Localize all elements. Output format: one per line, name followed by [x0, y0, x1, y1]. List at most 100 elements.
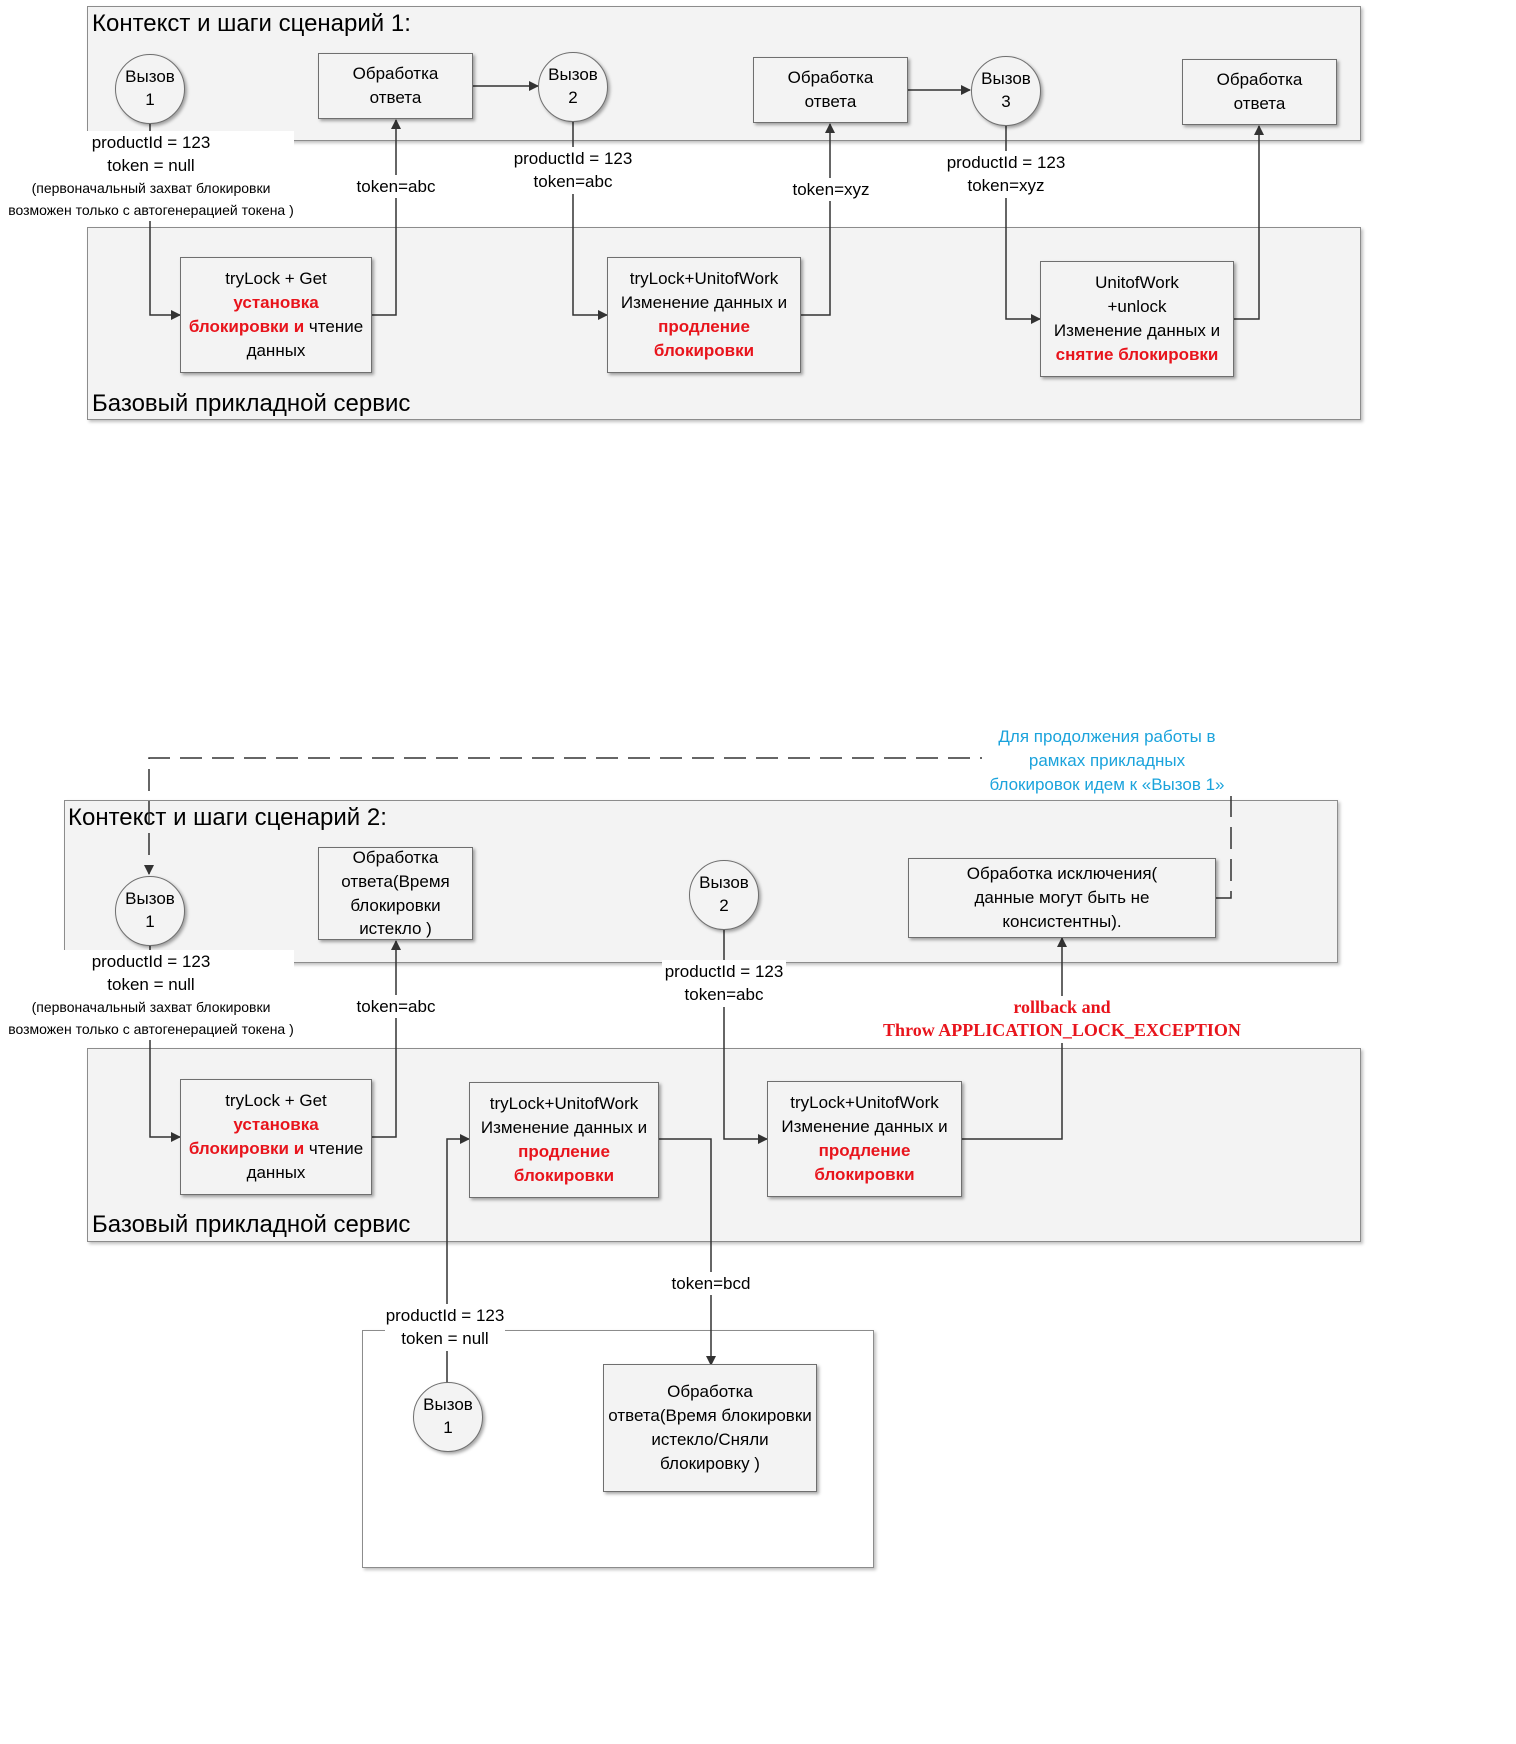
s2-service-trylock-unitofwork-b[interactable]: tryLock+UnitofWork Изменение данных и пр…: [767, 1081, 962, 1197]
s2-call2-node[interactable]: Вызов 2: [689, 860, 759, 930]
s1-response2-box[interactable]: Обработка ответа: [753, 57, 908, 123]
s1-response1-line1: Обработка: [352, 64, 439, 84]
s2-other-call1-number: 1: [443, 1418, 453, 1437]
s1-svc1-red2: блокировки и: [188, 317, 305, 336]
s1-call3-label: Вызов: [981, 69, 1031, 89]
s2-loop-note: Для продолжения работы в рамках прикладн…: [982, 725, 1232, 797]
s1-call1-number: 1: [145, 90, 155, 109]
s2-call1-token: token = null: [107, 975, 195, 995]
s2-exception-box-line1: Обработка исключения(: [966, 864, 1158, 884]
s2-call1-product: productId = 123: [91, 952, 211, 971]
s2-svc2-red1: продление: [518, 1142, 610, 1161]
s1-svc1-line1: tryLock + Get: [225, 269, 327, 289]
s1-response3-box[interactable]: Обработка ответа: [1182, 59, 1337, 125]
s2-other-call1-params: productId = 123 token = null: [385, 1304, 505, 1351]
s1-svc3-line3: Изменение данных и: [1053, 321, 1221, 340]
s2-svc2-red2: блокировки: [513, 1165, 615, 1185]
s2-call1-label: Вызов: [125, 889, 175, 909]
s1-response1-box[interactable]: Обработка ответа: [318, 53, 473, 119]
s1-response2-line2: ответа: [804, 92, 857, 111]
s1-call1-note1: (первоначальный захват блокировки: [31, 179, 271, 196]
scenario1-context-region: [87, 6, 1361, 141]
s1-svc2-red: продление блокировки: [653, 317, 755, 360]
s1-call1-node[interactable]: Вызов 1: [115, 54, 185, 124]
s2-other-call1-token: token = null: [401, 1329, 489, 1349]
s1-svc3-red: снятие блокировки: [1055, 344, 1219, 364]
s2-other-response-line4: блокировку ): [660, 1453, 760, 1473]
s2-svc2-line1: tryLock+UnitofWork: [489, 1094, 639, 1114]
s1-call3-params: productId = 123 token=xyz: [944, 151, 1068, 198]
s1-svc1-line4: данных: [246, 340, 306, 360]
s2-loop-note-line1: Для продолжения работы в: [998, 727, 1216, 746]
scenario2-service-title: Базовый прикладной сервис: [92, 1211, 411, 1238]
s2-response1-line2: ответа(Время: [341, 871, 450, 891]
s2-call2-label: Вызов: [699, 873, 749, 893]
s2-exception-line2: Throw APPLICATION_LOCK_EXCEPTION: [883, 1020, 1241, 1041]
s1-call2-product: productId = 123: [513, 149, 633, 168]
s2-exception-handling-box[interactable]: Обработка исключения( данные могут быть …: [908, 858, 1216, 938]
s2-svc1-line1: tryLock + Get: [225, 1091, 327, 1111]
s2-svc2-line2: Изменение данных и: [480, 1118, 648, 1138]
s2-call1-note2: возможен только с автогенерацией токена …: [8, 1020, 294, 1037]
s2-response1-box[interactable]: Обработка ответа(Время блокировки истекл…: [318, 847, 473, 940]
s2-svc1-line4: данных: [246, 1162, 306, 1182]
s1-call1-label: Вызов: [125, 67, 175, 87]
s1-call3-token: token=xyz: [967, 176, 1045, 196]
s1-service-unitofwork-unlock[interactable]: UnitofWork +unlock Изменение данных и сн…: [1040, 261, 1234, 377]
s2-token-abc-label: token=abc: [356, 995, 436, 1019]
s2-response1-line3: блокировки: [350, 895, 441, 915]
s2-other-response-line3: истекло/Сняли: [651, 1430, 769, 1449]
s2-call2-token: token=abc: [684, 985, 764, 1005]
s2-other-response-box[interactable]: Обработка ответа(Время блокировки истекл…: [603, 1364, 817, 1492]
s1-svc1-line3: чтение: [304, 317, 364, 336]
s1-call1-token: token = null: [107, 156, 195, 176]
s2-response1-line4: истекло ): [359, 919, 432, 939]
s2-token-bcd-label: token=bcd: [669, 1272, 753, 1296]
s2-edge-other-call1-to-svc2: [446, 1134, 470, 1384]
s2-loop-note-line3: блокировок идем к «Вызов 1»: [989, 774, 1225, 794]
s2-other-response-line1: Обработка: [667, 1382, 753, 1402]
s2-call1-note1: (первоначальный захват блокировки: [31, 998, 271, 1015]
s1-edge-svc3-to-resp3: [1234, 125, 1264, 320]
s2-call2-number: 2: [719, 896, 729, 915]
s1-call3-number: 3: [1001, 92, 1011, 111]
s1-response3-line2: ответа: [1233, 94, 1286, 113]
s2-svc1-red2: блокировки и: [188, 1139, 305, 1158]
s2-service-trylock-unitofwork-a[interactable]: tryLock+UnitofWork Изменение данных и пр…: [469, 1082, 659, 1198]
s2-svc1-line3: чтение: [304, 1139, 364, 1158]
scenario1-context-title: Контекст и шаги сценарий 1:: [92, 10, 411, 37]
s2-other-call1-product: productId = 123: [385, 1306, 505, 1325]
s1-call2-params: productId = 123 token=abc: [511, 147, 635, 194]
s1-svc2-line1: tryLock+UnitofWork: [629, 269, 779, 289]
s2-service-trylock-get[interactable]: tryLock + Get установка блокировки и чте…: [180, 1079, 372, 1195]
s2-call1-node[interactable]: Вызов 1: [115, 876, 185, 946]
s2-other-call1-node[interactable]: Вызов 1: [413, 1382, 483, 1452]
s1-svc1-red1: установка: [233, 293, 319, 313]
s1-call2-node[interactable]: Вызов 2: [538, 52, 608, 122]
s2-exception-box-line2: данные могут быть не консистентны).: [974, 888, 1150, 931]
s1-service-trylock-get[interactable]: tryLock + Get установка блокировки и чте…: [180, 257, 372, 373]
scenario1-service-title: Базовый прикладной сервис: [92, 390, 411, 417]
s1-call1-product: productId = 123: [91, 133, 211, 152]
s1-call3-node[interactable]: Вызов 3: [971, 56, 1041, 126]
s1-response3-line1: Обработка: [1216, 70, 1303, 90]
s2-other-response-line2: ответа(Время блокировки: [608, 1406, 812, 1426]
s2-svc3-red: продление блокировки: [814, 1141, 915, 1184]
s1-call2-token: token=abc: [533, 172, 613, 192]
s2-call2-params: productId = 123 token=abc: [662, 960, 786, 1007]
scenario2-context-title: Контекст и шаги сценарий 2:: [68, 804, 387, 831]
s2-svc1-red1: установка: [233, 1115, 319, 1135]
s2-response1-line1: Обработка: [352, 847, 439, 867]
s2-call1-number: 1: [145, 912, 155, 931]
s2-loop-dashed-edge: [144, 757, 1232, 899]
s2-call1-params: productId = 123 token = null (первоначал…: [8, 950, 294, 1041]
s2-edge-svc2-to-other-resp: [659, 1138, 716, 1366]
s1-service-trylock-unitofwork[interactable]: tryLock+UnitofWork Изменение данных и пр…: [607, 257, 801, 373]
s1-svc3-line1: UnitofWork: [1095, 273, 1179, 293]
s1-response1-line2: ответа: [369, 88, 422, 107]
s1-token-abc-label: token=abc: [356, 175, 436, 199]
s2-loop-note-line2: рамках прикладных: [1028, 750, 1186, 770]
s1-call2-label: Вызов: [548, 65, 598, 85]
s2-svc3-line1: tryLock+UnitofWork: [790, 1093, 939, 1113]
s2-call2-product: productId = 123: [664, 962, 784, 981]
